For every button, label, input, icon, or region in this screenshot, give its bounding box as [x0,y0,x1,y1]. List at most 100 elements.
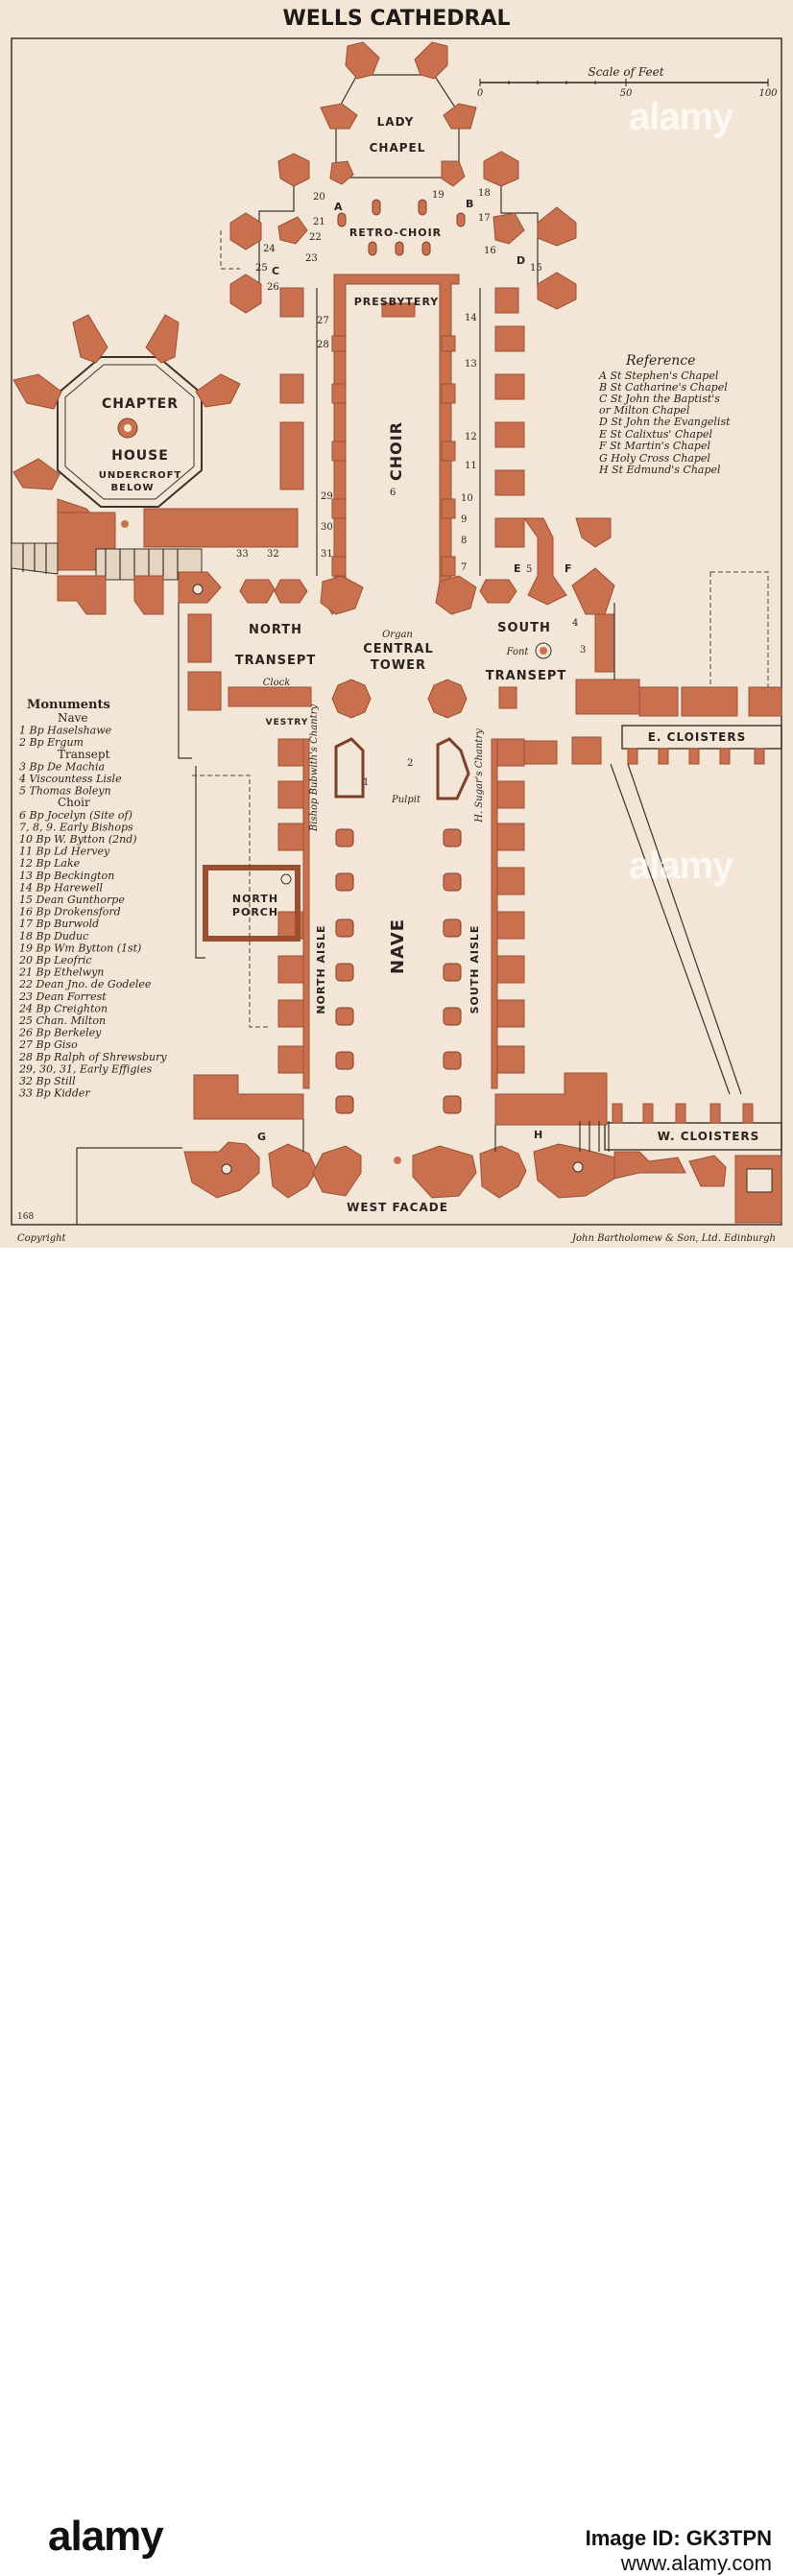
clock-label: Clock [263,678,291,688]
monument-entry: 17 Bp Burwold [19,918,99,930]
watermark-top: alamy [629,96,733,138]
sugar-chantry-label: H. Sugar's Chantry [474,728,485,823]
monument-entry: 28 Bp Ralph of Shrewsbury [18,1051,167,1063]
publisher-credit: John Bartholomew & Son, Ltd. Edinburgh [570,1233,776,1244]
lady-chapel-label-2: CHAPEL [370,141,426,155]
organ-label: Organ [382,630,413,640]
monument-num-11: 11 [465,461,477,471]
scale-tick-0: 0 [477,88,484,99]
cathedral-plan: WELLS CATHEDRAL Scale of Feet 0 50 100 L… [0,0,793,1248]
monument-num-12: 12 [465,432,477,442]
chapel-letter-f: F [565,562,573,575]
monument-num-24: 24 [263,244,276,254]
nave-piers [335,828,462,1114]
cloisters [523,571,782,1151]
monument-num-2: 2 [407,758,413,769]
monument-entry: 32 Bp Still [19,1075,76,1087]
monument-num-16: 16 [484,246,496,256]
central-tower-label-2: TOWER [371,658,426,673]
monument-entry: 33 Bp Kidder [19,1087,90,1100]
monument-entry: 23 Dean Forrest [18,990,107,1003]
chapel-letter-h: H [534,1129,543,1141]
monument-num-1: 1 [363,777,369,788]
monument-entry: 6 Bp Jocelyn (Site of) [19,809,132,822]
scale-tick-50: 50 [620,88,633,99]
west-facade-label: WEST FACADE [347,1201,448,1214]
chapel-letter-g: G [257,1131,267,1143]
nave-walls [192,230,525,1089]
chapter-house-label-4: BELOW [111,483,155,493]
north-porch-label-1: NORTH [232,893,278,905]
reference-item-c2: or Milton Chapel [599,404,690,417]
monument-num-9: 9 [461,514,467,525]
transepts [57,517,640,759]
north-transept-label-1: NORTH [249,623,302,637]
stock-info: Image ID: GK3TPN www.alamy.com [586,2526,772,2576]
retro-choir-label: RETRO-CHOIR [349,227,442,239]
monument-entry: 11 Bp Ld Hervey [19,846,110,858]
monument-num-18: 18 [478,188,491,199]
monument-entry: 18 Bp Duduc [19,930,88,942]
monument-entry: 4 Viscountess Lisle [18,773,122,785]
monument-num-17: 17 [478,213,491,224]
monument-num-8: 8 [461,536,467,546]
reference-heading: Reference [625,353,695,369]
north-aisle-label: NORTH AISLE [315,924,327,1014]
reference-key: Reference A St Stephen's Chapel B St Cat… [598,353,731,476]
reference-item-a: A St Stephen's Chapel [598,370,719,382]
monument-num-5: 5 [526,564,532,575]
monument-num-3: 3 [580,645,586,656]
monument-section-heading: Nave [58,711,88,725]
monument-num-21: 21 [313,217,325,227]
monument-num-32: 32 [267,549,279,560]
monument-entry: 15 Dean Gunthorpe [19,894,125,906]
monument-num-14: 14 [465,313,477,323]
pulpit-label: Pulpit [391,795,421,805]
monument-entry: 27 Bp Giso [18,1038,78,1051]
monument-num-29: 29 [321,491,333,502]
presbytery-label: PRESBYTERY [354,296,440,308]
reference-item-d: D St John the Evangelist [598,416,731,428]
monument-num-19: 19 [432,190,445,201]
reference-item-b: B St Catharine's Chapel [598,381,728,394]
font-label: Font [506,647,530,657]
monument-section-heading: Choir [58,796,90,809]
chapter-house-label-2: HOUSE [111,448,169,464]
monument-entry: 25 Chan. Milton [18,1014,106,1027]
monument-entry: 16 Bp Drokensford [19,906,121,918]
monument-num-31: 31 [321,549,333,560]
central-tower-label-1: CENTRAL [363,642,434,656]
e-cloisters-label: E. CLOISTERS [648,730,747,744]
monument-num-22: 22 [309,232,322,243]
lady-chapel-label-1: LADY [377,115,415,129]
monument-num-20: 20 [313,192,325,203]
monument-entry: 24 Bp Creighton [18,1002,108,1014]
choir-label: CHOIR [387,421,405,481]
reference-item-h: H St Edmund's Chapel [598,464,721,476]
vestry-label: VESTRY [266,718,309,727]
monument-num-26: 26 [267,282,279,293]
east-end-walls [229,186,577,314]
scale-label: Scale of Feet [588,65,663,79]
plan-drawing: WELLS CATHEDRAL Scale of Feet 0 50 100 L… [11,7,782,1244]
monument-entry: 22 Dean Jno. de Godelee [18,978,152,990]
south-transept-label-2: TRANSEPT [486,669,566,683]
monument-num-28: 28 [317,340,329,350]
copyright-label: Copyright [17,1233,67,1244]
monument-entry: 14 Bp Harewell [19,881,103,894]
chapel-letter-a: A [334,201,344,213]
stock-footer: alamy Image ID: GK3TPN www.alamy.com [0,1248,793,2575]
south-aisle-label: SOUTH AISLE [469,925,481,1014]
monument-section-heading: Transept [58,748,110,761]
south-transept-label-1: SOUTH [497,621,551,635]
monument-entry: 2 Bp Ergum [18,736,84,749]
monument-entry: 12 Bp Lake [19,857,81,870]
monument-num-13: 13 [465,359,477,370]
reference-item-c: C St John the Baptist's [599,393,720,405]
chapel-letter-e: E [514,562,522,575]
chapter-house-passage [11,508,299,581]
reference-item-g: G Holy Cross Chapel [599,452,710,465]
monument-entry: 19 Bp Wm Bytton (1st) [19,942,141,954]
map-frame [11,37,782,1226]
north-porch-label-2: PORCH [232,906,278,918]
